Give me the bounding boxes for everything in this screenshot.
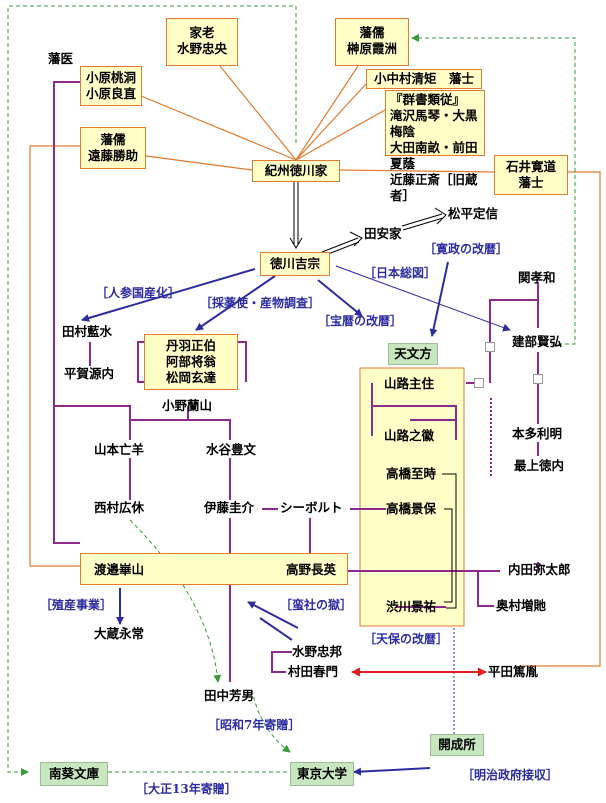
- label-saiyaku: ［採薬使・産物調査］: [200, 296, 321, 310]
- node-nishimura: 西村広休: [94, 500, 145, 515]
- karo-line1: 家老: [189, 25, 215, 40]
- hanju2-line2: 遠藤勝助: [87, 148, 138, 163]
- node-takano: 高野長英: [286, 562, 337, 577]
- label-tenpo: ［天保の改暦］: [364, 632, 449, 646]
- node-gunsho-ruiju: 『群書類従』 滝沢馬琴・大黒梅陰 大田南畝・前田夏蔭 近藤正斎［旧蔵者］: [385, 90, 485, 203]
- label-shokusan: ［殖産事業］: [40, 598, 113, 612]
- node-hiraga: 平賀源内: [64, 366, 115, 381]
- node-siebold: シーボルト: [280, 500, 343, 515]
- gunsho-line3: 大田南畝・前田夏蔭: [390, 140, 478, 171]
- label-taisho: ［大正13年寄贈］: [136, 782, 237, 796]
- node-kohara: 小原桃洞 小原良直: [80, 66, 142, 106]
- label-horeki: ［宝暦の改暦］: [318, 314, 403, 328]
- spacer-square: [474, 378, 484, 388]
- karo-line2: 水野忠央: [176, 41, 227, 56]
- label-ninjin: ［人参国産化］: [96, 286, 181, 300]
- hanju1-line1: 藩儒: [359, 25, 385, 40]
- node-konakamura: 小中村清矩 藩士: [366, 69, 482, 89]
- tenmonkata-text: 天文方: [394, 346, 432, 361]
- node-watanabe: 渡邉崋山: [94, 562, 145, 577]
- kishu-text: 紀州徳川家: [264, 163, 328, 178]
- node-mizutani: 水谷豊文: [206, 442, 257, 457]
- label-meiji: ［明治政府接収］: [462, 768, 559, 782]
- ishii-line2: 藩士: [518, 175, 544, 190]
- node-yamamoto: 山本亡羊: [94, 442, 145, 457]
- spacer-square: [485, 342, 495, 352]
- node-tenmonkata: 天文方: [388, 343, 438, 365]
- kaiseisho-text: 開成所: [438, 737, 476, 752]
- node-nanki-bunko: 南葵文庫: [40, 762, 108, 786]
- node-karo: 家老 水野忠央: [166, 18, 238, 66]
- hanju1-line2: 榊原霞洲: [346, 41, 397, 56]
- node-takahashi-yoshitoki: 高橋至時: [386, 466, 437, 481]
- node-todai: 東京大学: [290, 762, 354, 786]
- label-kansei: ［寛政の改暦］: [424, 242, 509, 256]
- spacer-square: [533, 374, 543, 384]
- node-niwa-group: 丹羽正伯 阿部将翁 松岡玄達: [144, 334, 238, 390]
- nanki-text: 南葵文庫: [48, 766, 99, 781]
- node-tanaka: 田中芳男: [204, 688, 255, 703]
- node-tayasu: 田安家: [364, 226, 402, 241]
- gunsho-line1: 『群書類従』: [390, 92, 466, 107]
- ishii-line1: 石井寛道: [505, 159, 556, 174]
- niwa-line3: 松岡玄達: [165, 370, 216, 385]
- yoshimune-text: 徳川吉宗: [269, 256, 320, 271]
- node-hanju-endo: 藩儒 遠藤勝助: [80, 127, 146, 169]
- label-bansha: ［蛮社の獄］: [280, 598, 353, 612]
- node-matsudaira: 松平定信: [448, 206, 499, 221]
- node-shibukawa: 渋川景祐: [386, 599, 437, 614]
- node-tamura: 田村藍水: [62, 324, 113, 339]
- label-nihon-sozu: ［日本総図］: [364, 266, 437, 280]
- todai-text: 東京大学: [296, 766, 347, 781]
- node-kishu-tokugawa: 紀州徳川家: [252, 160, 340, 182]
- node-hirata: 平田篤胤: [488, 664, 539, 679]
- label-showa: ［昭和7年寄贈］: [208, 718, 301, 732]
- kohara-line1: 小原桃洞: [85, 70, 136, 85]
- node-mizuno-tadakuni: 水野忠邦: [292, 644, 343, 659]
- node-takebe: 建部賢弘: [512, 334, 563, 349]
- node-ishii: 石井寛道 藩士: [494, 155, 568, 195]
- niwa-line2: 阿部将翁: [165, 354, 216, 369]
- node-ito: 伊藤圭介: [204, 500, 255, 515]
- hanju2-line1: 藩儒: [100, 132, 126, 147]
- node-mogami: 最上徳内: [514, 458, 565, 473]
- gunsho-line2: 滝沢馬琴・大黒梅陰: [390, 108, 478, 139]
- node-yamaji-nushizumi: 山路主住: [384, 376, 435, 391]
- node-uchida: 内田弥太郎: [508, 562, 571, 577]
- node-hanju-sakakibara: 藩儒 榊原霞洲: [335, 18, 409, 66]
- node-ono-ranzan: 小野蘭山: [162, 398, 213, 413]
- node-watanabe-band: [80, 553, 348, 585]
- node-yoshimune: 徳川吉宗: [260, 252, 330, 276]
- node-murata: 村田春門: [288, 664, 339, 679]
- kohara-line2: 小原良直: [85, 86, 136, 101]
- node-honda: 本多利明: [512, 426, 563, 441]
- label-hani: 藩医: [48, 51, 74, 66]
- node-seki: 関孝和: [518, 270, 556, 285]
- node-okumura: 奥村増貤: [496, 598, 547, 613]
- niwa-line1: 丹羽正伯: [165, 338, 216, 353]
- gunsho-line4: 近藤正斎［旧蔵者］: [390, 172, 478, 203]
- node-yamaji-yukiyoshi: 山路之徽: [384, 428, 435, 443]
- node-kaiseisho: 開成所: [430, 734, 484, 756]
- node-takahashi-kageyasu: 高橋景保: [386, 501, 437, 516]
- konakamura-text: 小中村清矩 藩士: [373, 71, 474, 86]
- node-okura: 大蔵永常: [94, 626, 145, 641]
